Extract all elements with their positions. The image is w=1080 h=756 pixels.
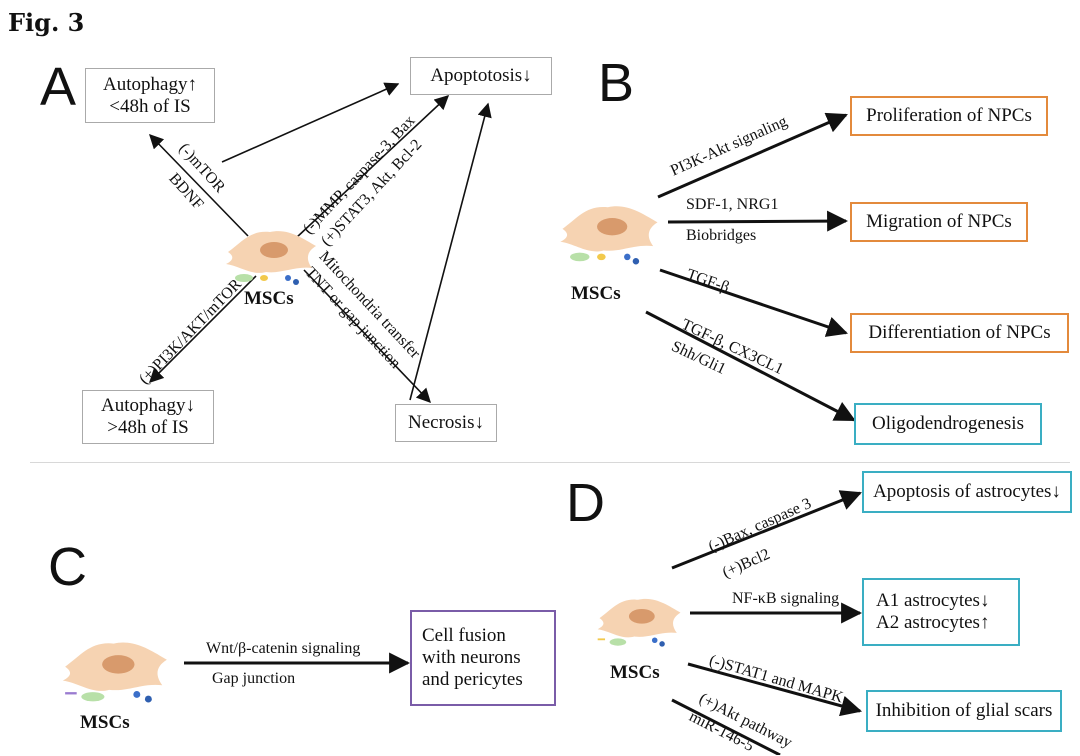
panel-d-letter: D — [566, 473, 605, 533]
apoptosis-box: Apoptotosis↓ — [410, 57, 552, 95]
autophagy-down-line-1: Autophagy↓ — [101, 395, 195, 416]
arrow-a-autophagy-down — [148, 275, 257, 384]
autophagy-up-box: Autophagy↑ <48h of IS — [85, 68, 215, 123]
arrow-a-mtor-apoptosis — [221, 82, 400, 163]
necrosis-box: Necrosis↓ — [395, 404, 497, 442]
msc-label-c: MSCs — [80, 712, 130, 733]
label-sdf: SDF-1, NRG1 — [686, 196, 779, 213]
glial-scars-box: Inhibition of glial scars — [866, 690, 1062, 732]
cell-fusion-box: Cell fusion with neurons and pericytes — [410, 610, 556, 706]
msc-label-b: MSCs — [571, 283, 621, 304]
arrow-a-apoptosis — [295, 95, 450, 239]
cell-fusion-line-3: and pericytes — [422, 669, 523, 690]
msc-cell-icon-a — [226, 231, 316, 285]
apoptosis-astrocytes-box: Apoptosis of astrocytes↓ — [862, 471, 1072, 513]
label-wnt: Wnt/β-catenin signaling — [206, 640, 361, 657]
panel-divider — [30, 462, 1070, 463]
a2-astrocytes-label: A2 astrocytes↑ — [876, 612, 990, 633]
arrow-b-migration — [667, 210, 849, 232]
msc-cell-icon-c — [62, 642, 167, 703]
a1-astrocytes-label: A1 astrocytes↓ — [876, 590, 990, 611]
arrow-d-akt — [671, 698, 781, 755]
label-gap-junction: Gap junction — [212, 670, 296, 687]
msc-label-a: MSCs — [244, 288, 294, 309]
migration-box: Migration of NPCs — [850, 202, 1028, 242]
arrow-b-proliferation — [657, 112, 848, 199]
arrow-d-apoptosis — [671, 490, 862, 570]
arrow-a-necrosis — [303, 269, 431, 404]
label-nfkb: NF-κB signaling — [732, 590, 840, 607]
panel-a-letter: A — [40, 57, 77, 117]
proliferation-box: Proliferation of NPCs — [850, 96, 1048, 136]
cell-fusion-line-1: Cell fusion — [422, 625, 506, 646]
arrow-a-autophagy-up — [148, 133, 249, 237]
cell-fusion-line-2: with neurons — [422, 647, 521, 668]
arrow-a-necrosis-apoptosis — [409, 102, 492, 401]
panel-b-letter: B — [598, 53, 635, 113]
autophagy-down-line-2: >48h of IS — [107, 417, 189, 438]
msc-cell-icon-d — [597, 598, 681, 647]
arrow-b-differentiation — [659, 268, 848, 337]
arrow-b-oligo — [645, 310, 856, 422]
autophagy-down-box: Autophagy↓ >48h of IS — [82, 390, 214, 444]
autophagy-up-line-1: Autophagy↑ — [103, 73, 197, 95]
arrow-d-glial — [687, 662, 863, 717]
autophagy-up-line-2: <48h of IS — [109, 95, 191, 117]
figure-title: Fig. 3 — [8, 8, 85, 37]
panel-c-letter: C — [48, 537, 87, 597]
oligodendrogenesis-box: Oligodendrogenesis — [854, 403, 1042, 445]
msc-cell-icon-b — [560, 206, 658, 265]
label-biobridges: Biobridges — [686, 227, 757, 244]
msc-label-d: MSCs — [610, 662, 660, 683]
astrocytes-box: A1 astrocytes↓ A2 astrocytes↑ — [862, 578, 1020, 646]
differentiation-box: Differentiation of NPCs — [850, 313, 1069, 353]
